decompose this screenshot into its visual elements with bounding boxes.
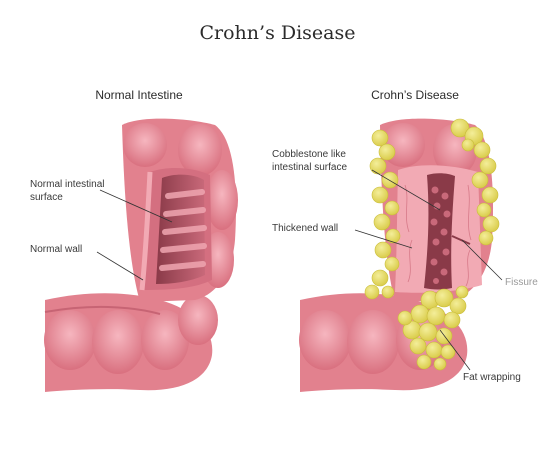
cobblestone-leader-line (371, 169, 441, 211)
fat-leader-line (439, 329, 471, 371)
normal-wall-label: Normal wall (30, 244, 83, 255)
crohns-panel-title: Crohn’s Disease (371, 88, 459, 102)
crohns-intestine-drawing (299, 118, 500, 392)
normal-panel-title: Normal Intestine (95, 88, 183, 102)
surface-leader-line (99, 189, 173, 223)
page-title: Crohn’s Disease (199, 22, 356, 44)
wall-leader-line (96, 251, 144, 281)
normal-surface-label: Normal intestinal surface (30, 179, 105, 203)
cobblestone-label: Cobblestone like intestinal surface (272, 149, 348, 173)
fissure-label: Fissure (505, 277, 538, 288)
normal-intestine-drawing (44, 118, 238, 392)
thickened-leader-line (354, 229, 413, 249)
fat-wrapping-label: Fat wrapping (463, 372, 521, 383)
thickened-wall-label: Thickened wall (272, 223, 339, 234)
fissure-leader-line (461, 239, 503, 281)
